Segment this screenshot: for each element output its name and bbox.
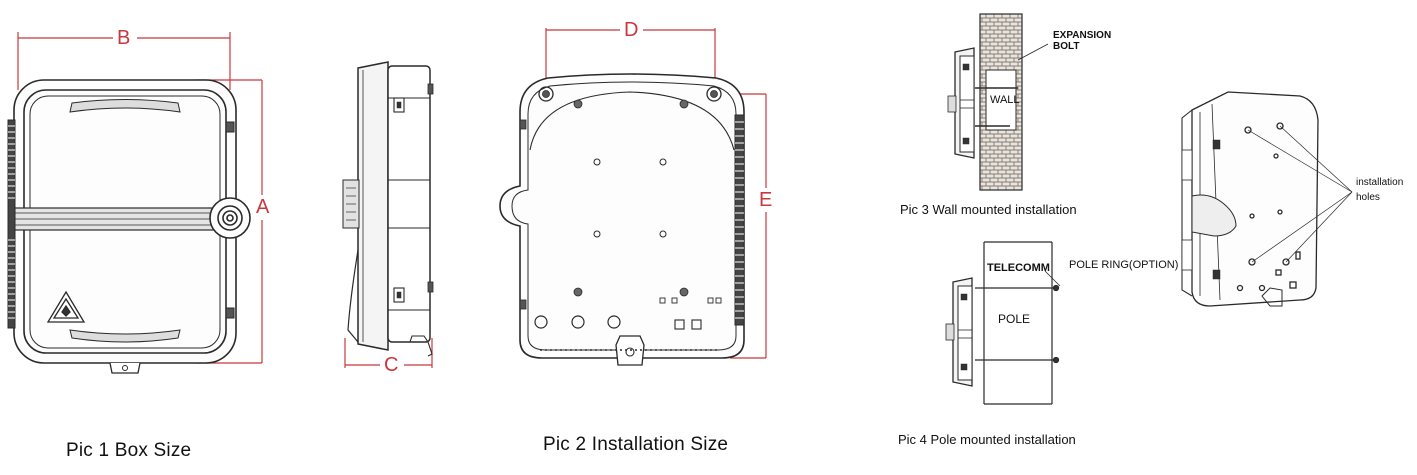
pic1-left-teeth [7,119,16,329]
dimension-label-a: A [256,196,270,218]
pic3-wall-mounted [947,13,1049,191]
pic1-side-view [342,61,434,368]
dimension-label-b: B [117,27,131,49]
caption-pic4: Pic 4 Pole mounted installation [898,432,1076,447]
caption-pic2: Pic 2 Installation Size [543,434,729,455]
pic1-front-view [7,32,263,374]
laser-warning-icon [46,290,86,323]
annotation-installation: installation [1356,177,1404,188]
dimension-c-line [344,338,433,368]
perspective-view [1181,91,1353,307]
dimension-label-e: E [759,189,773,211]
annotation-telecomm: TELECOMM [987,262,1050,274]
annotation-wall: WALL [990,94,1020,106]
dimension-label-d: D [624,19,639,41]
caption-pic1: Pic 1 Box Size [66,440,192,461]
annotation-holes: holes [1356,192,1380,203]
annotation-bolt: BOLT [1053,41,1080,52]
pic4-pole-mounted [945,241,1061,405]
dimension-label-c: C [384,354,399,376]
annotation-pole: POLE [998,312,1031,326]
annotation-expansion: EXPANSION [1053,30,1112,41]
annotation-pole-ring: POLE RING(OPTION) [1069,259,1179,271]
caption-pic3: Pic 3 Wall mounted installation [900,202,1077,217]
pic2-back-view [499,28,767,366]
